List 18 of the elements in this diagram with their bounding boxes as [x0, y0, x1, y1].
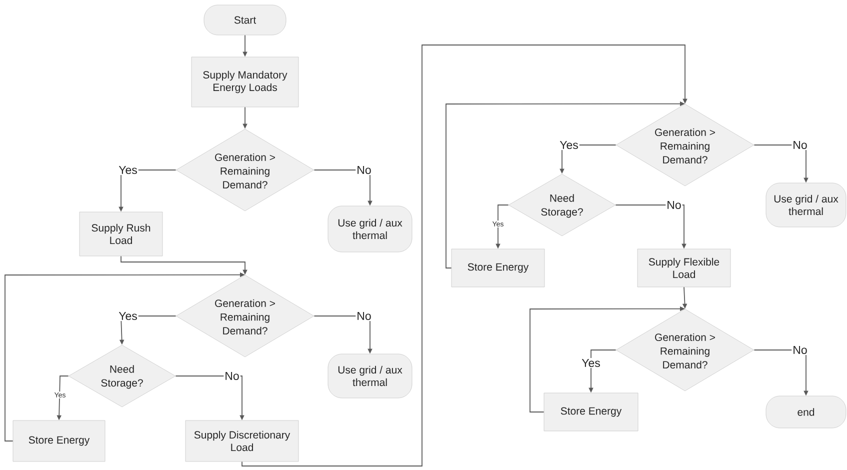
edge-label: No: [792, 140, 808, 150]
process-box: Supply Flexible Load: [637, 248, 731, 288]
edge-label: No: [224, 370, 240, 381]
edge-label: No: [356, 310, 372, 321]
edge-label: Yes: [580, 358, 602, 368]
process-box: Supply Mandatory Energy Loads: [191, 56, 299, 108]
edge-label: Yes: [558, 140, 580, 150]
edge-label: No: [792, 344, 808, 355]
arrow: [242, 44, 688, 466]
edge-label: No: [356, 164, 372, 175]
process-box: Supply Rush Load: [79, 212, 163, 256]
process-box: Store Energy: [12, 420, 106, 462]
process-box: Supply Discretionary Load: [185, 420, 299, 462]
process-box: Store Energy: [544, 392, 638, 432]
process-box: Store Energy: [451, 248, 545, 288]
edge-label: Yes: [118, 164, 138, 175]
edge-label: Yes: [118, 310, 138, 321]
edge-label: No: [666, 200, 682, 210]
